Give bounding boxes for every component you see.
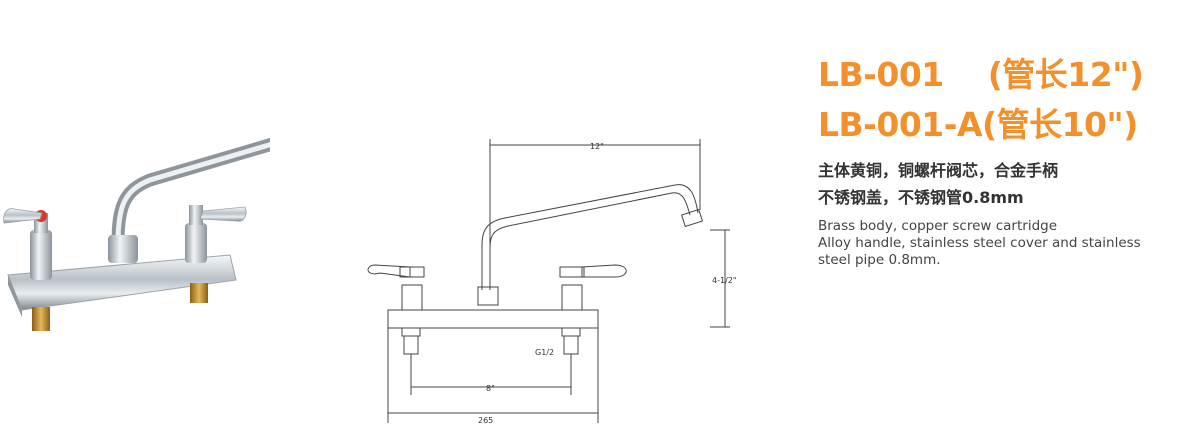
description-en: Brass body, copper screw cartridge Alloy… <box>818 218 1190 269</box>
description-en-line-2: Alloy handle, stainless steel cover and … <box>818 235 1141 251</box>
description-en-line-1: Brass body, copper screw cartridge <box>818 218 1058 234</box>
dim-spout-label: 12" <box>590 142 604 151</box>
description-cn-line-1: 主体黄铜，铜螺杆阀芯，合金手柄 <box>818 161 1059 180</box>
description-en-line-3: steel pipe 0.8mm. <box>818 252 941 268</box>
dim-height-label: 4-1/2" <box>712 276 737 285</box>
dim-width-label: 265 <box>478 416 493 425</box>
dim-inlet-label: G1/2 <box>535 348 554 357</box>
faucet-photo <box>3 137 270 331</box>
dim-center-label: 8" <box>486 384 495 393</box>
product-title-secondary: LB-001-A(管长10") <box>818 105 1138 144</box>
product-title-primary: LB-001 (管长12") <box>818 55 1144 94</box>
technical-drawing: 12" 4-1/2" G1/2 8" 265 <box>367 139 737 425</box>
description-cn-line-2: 不锈钢盖，不锈钢管0.8mm <box>818 188 1024 207</box>
